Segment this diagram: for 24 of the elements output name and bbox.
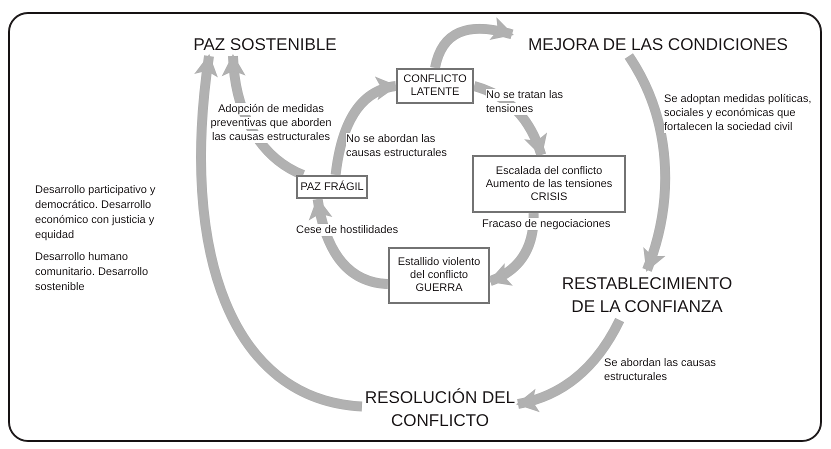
curved-arrow bbox=[516, 318, 624, 412]
curved-arrow bbox=[624, 53, 670, 272]
edge-label: Se adoptan medidas políticas, sociales y económicas que fortalecen la sociedad civil bbox=[664, 92, 812, 134]
curved-arrow bbox=[330, 78, 398, 176]
stage-box: PAZ FRÁGIL bbox=[296, 175, 368, 199]
stage-box: CONFLICTO LATENTE bbox=[396, 68, 474, 104]
curved-arrow bbox=[488, 212, 539, 286]
edge-label: Fracaso de negociaciones bbox=[482, 217, 612, 231]
stage-box: Estallido violento del conflicto GUERRA bbox=[388, 247, 490, 304]
curved-arrow bbox=[430, 18, 514, 70]
curved-arrow bbox=[472, 81, 546, 157]
note-text: Desarrollo humano comunitario. Desarrollo sostenible bbox=[35, 250, 150, 295]
stage-heading: MEJORA DE LAS CONDICIONES bbox=[512, 32, 804, 56]
stage-heading: RESTABLECIMIENTO DE LA CONFIANZA bbox=[556, 270, 738, 320]
stage-heading: PAZ SOSTENIBLE bbox=[185, 32, 345, 56]
curved-arrow bbox=[194, 54, 363, 412]
curved-arrow bbox=[222, 54, 306, 180]
edge-label: Adopción de medidas preventivas que aborden las causas estructurales bbox=[209, 102, 333, 144]
stage-heading: RESOLUCIÓN DEL CONFLICTO bbox=[362, 384, 518, 434]
edge-label: Cese de hostilidades bbox=[296, 223, 400, 237]
edge-label: No se tratan las tensiones bbox=[486, 88, 564, 116]
stage-box: Escalada del conflicto Aumento de las tensiones CRISIS bbox=[472, 155, 626, 213]
note-text: Desarrollo participativo y democrático. Desarrollo económico con justicia y equidad bbox=[35, 183, 156, 243]
curved-arrow bbox=[309, 197, 388, 290]
